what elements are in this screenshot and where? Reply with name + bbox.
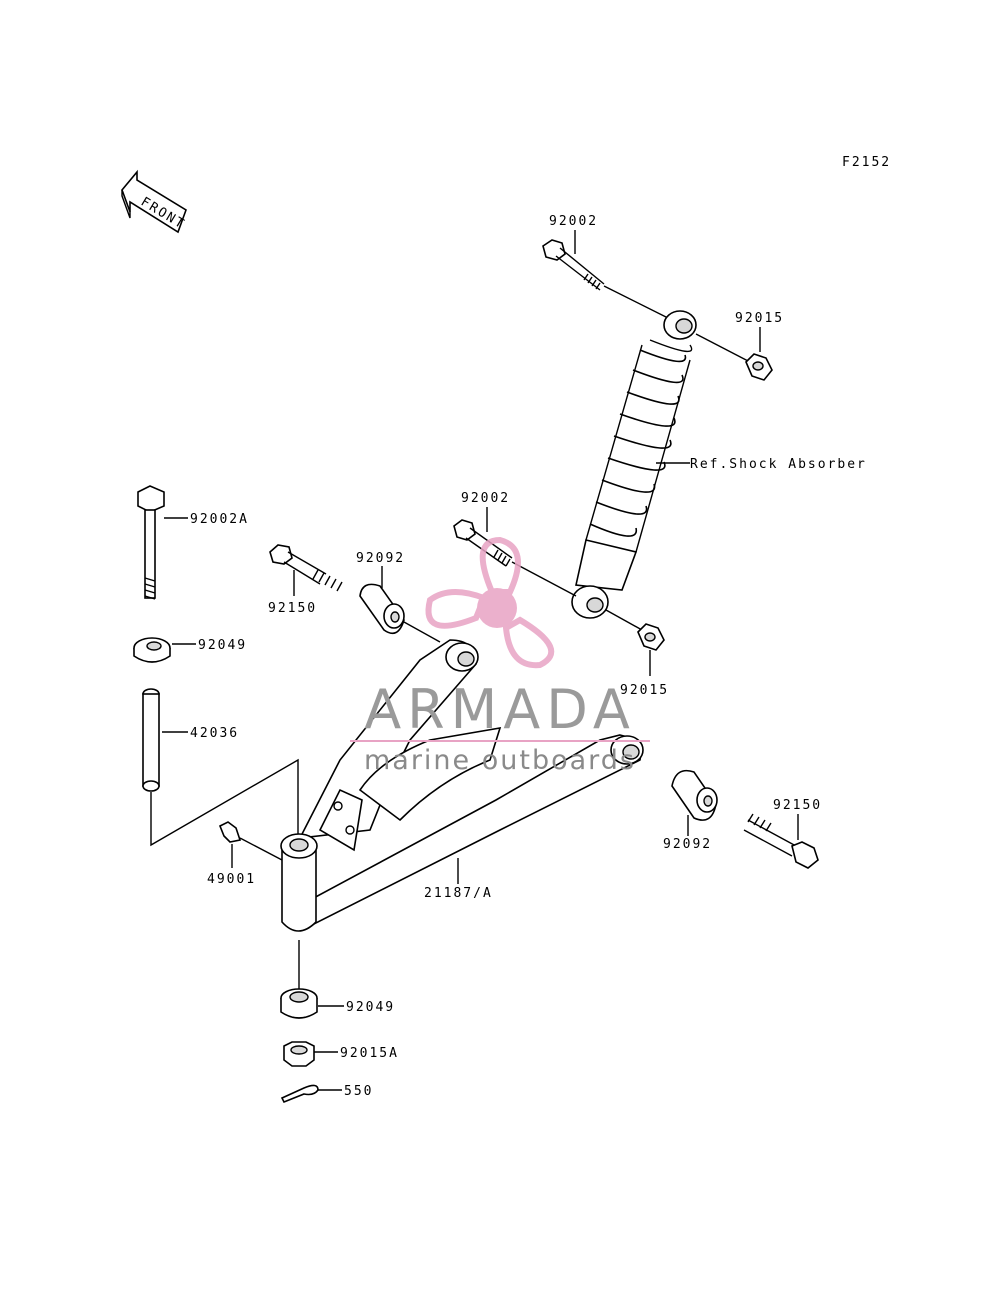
label-92092-left: 92092 [356, 551, 405, 566]
nut-92015-mid [637, 623, 665, 651]
label-49001: 49001 [207, 872, 256, 887]
cotter-pin-550 [280, 1084, 319, 1104]
label-92150-left: 92150 [268, 601, 317, 616]
label-92002-top: 92002 [549, 214, 598, 229]
bushing-92092-right [671, 769, 718, 821]
watermark-title: ARMADA [364, 678, 636, 741]
a-arm-21187 [280, 639, 644, 932]
bushing-92092-left [359, 583, 441, 643]
bushing-92049-top [133, 637, 171, 663]
label-92015A: 92015A [340, 1046, 399, 1061]
label-92002-mid: 92002 [461, 491, 510, 506]
nut-92015-top [695, 333, 773, 381]
label-92092-right: 92092 [663, 837, 712, 852]
label-92015-mid: 92015 [620, 683, 669, 698]
bushing-92049-bottom [280, 988, 318, 1019]
bolt-92002A [137, 485, 165, 600]
front-arrow-icon: FRONT [121, 169, 188, 234]
sleeve-42036 [142, 688, 160, 792]
bolt-92150-left [269, 544, 343, 592]
label-92015-top: 92015 [735, 311, 784, 326]
label-92150-right: 92150 [773, 798, 822, 813]
armada-logo-icon [425, 536, 555, 669]
grease-nipple-49001 [218, 821, 283, 861]
ref-shock-label: Ref.Shock Absorber [690, 457, 867, 472]
label-550: 550 [344, 1084, 373, 1099]
label-21187: 21187/A [424, 886, 493, 901]
label-92049-bottom: 92049 [346, 1000, 395, 1015]
bolt-92002-top [542, 239, 669, 319]
nut-92015A [283, 1041, 315, 1067]
figure-code: F2152 [842, 155, 891, 170]
label-92002A: 92002A [190, 512, 249, 527]
label-92049-top: 92049 [198, 638, 247, 653]
shock-absorber [571, 310, 697, 619]
label-42036: 42036 [190, 726, 239, 741]
bolt-92150-right [743, 813, 819, 869]
watermark-subtitle: marine outboards [364, 745, 636, 776]
